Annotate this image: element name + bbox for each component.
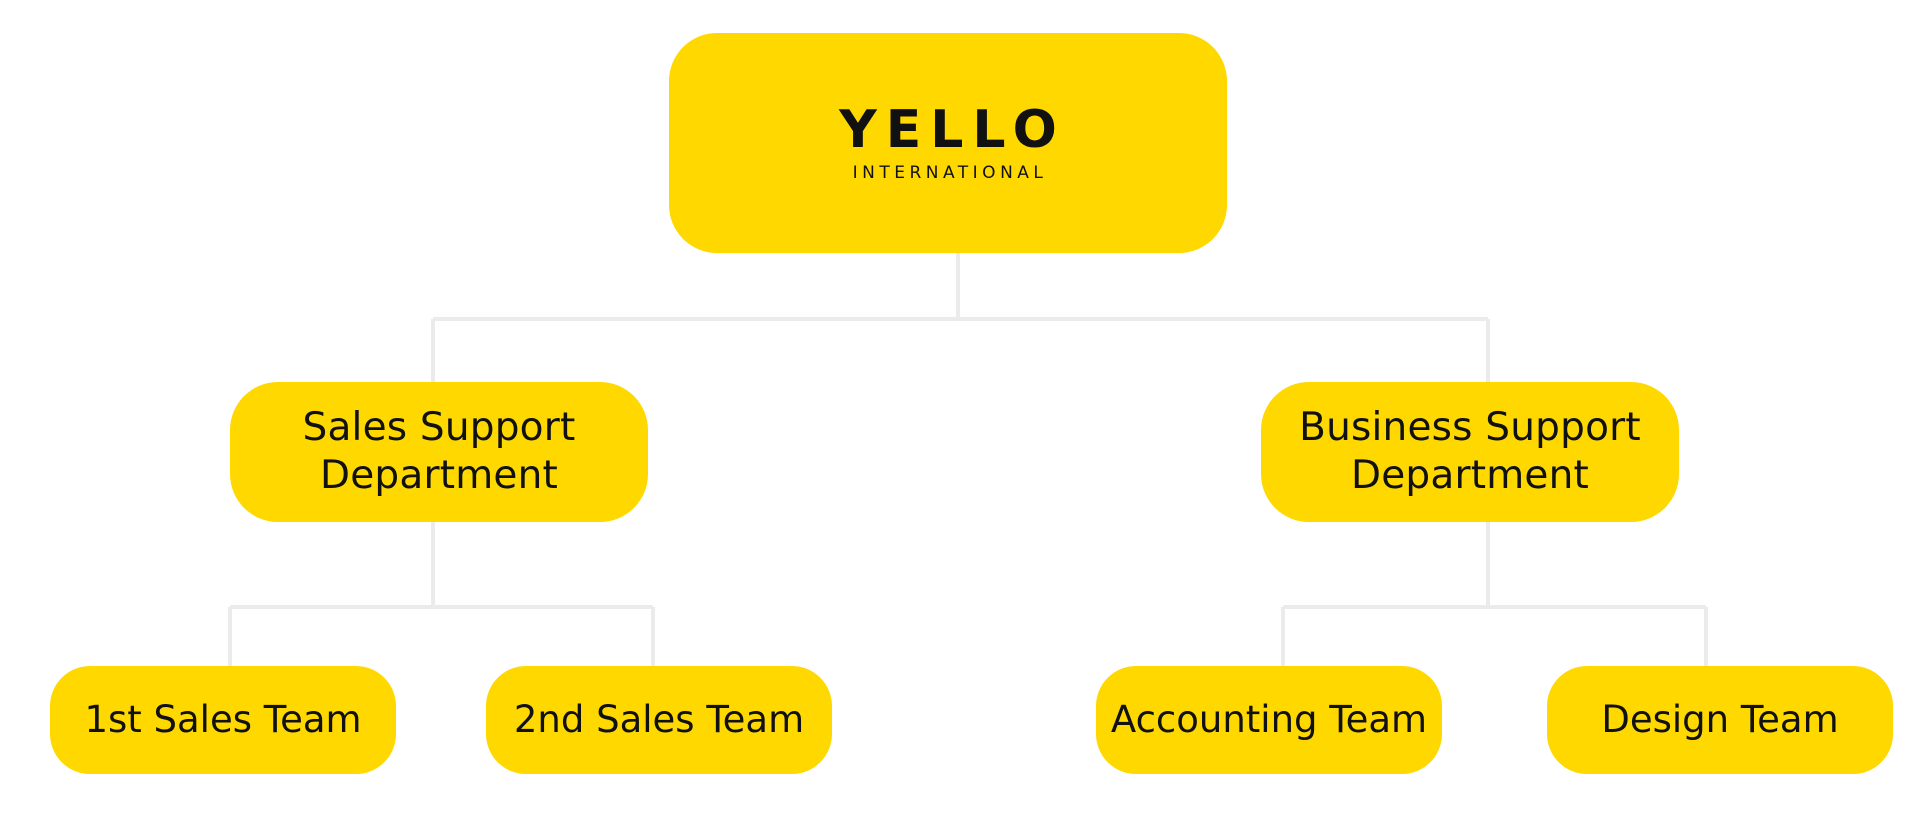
- department-label-line1: Sales Support: [302, 405, 576, 450]
- department-label-line2: Department: [320, 453, 558, 498]
- department-label-line2: Department: [1351, 453, 1589, 498]
- team-node-accounting: Accounting Team: [1096, 666, 1442, 774]
- company-logo-subtitle: INTERNATIONAL: [852, 163, 1048, 183]
- department-label-line1: Business Support: [1299, 405, 1641, 450]
- department-node-sales-support: Sales Support Department: [230, 382, 648, 522]
- team-node-design: Design Team: [1547, 666, 1893, 774]
- root-node-yello-international: YELLO INTERNATIONAL: [669, 33, 1227, 253]
- team-node-2nd-sales: 2nd Sales Team: [486, 666, 832, 774]
- team-node-1st-sales: 1st Sales Team: [50, 666, 396, 774]
- department-node-business-support: Business Support Department: [1261, 382, 1679, 522]
- company-logo-wordmark: YELLO: [839, 100, 1066, 160]
